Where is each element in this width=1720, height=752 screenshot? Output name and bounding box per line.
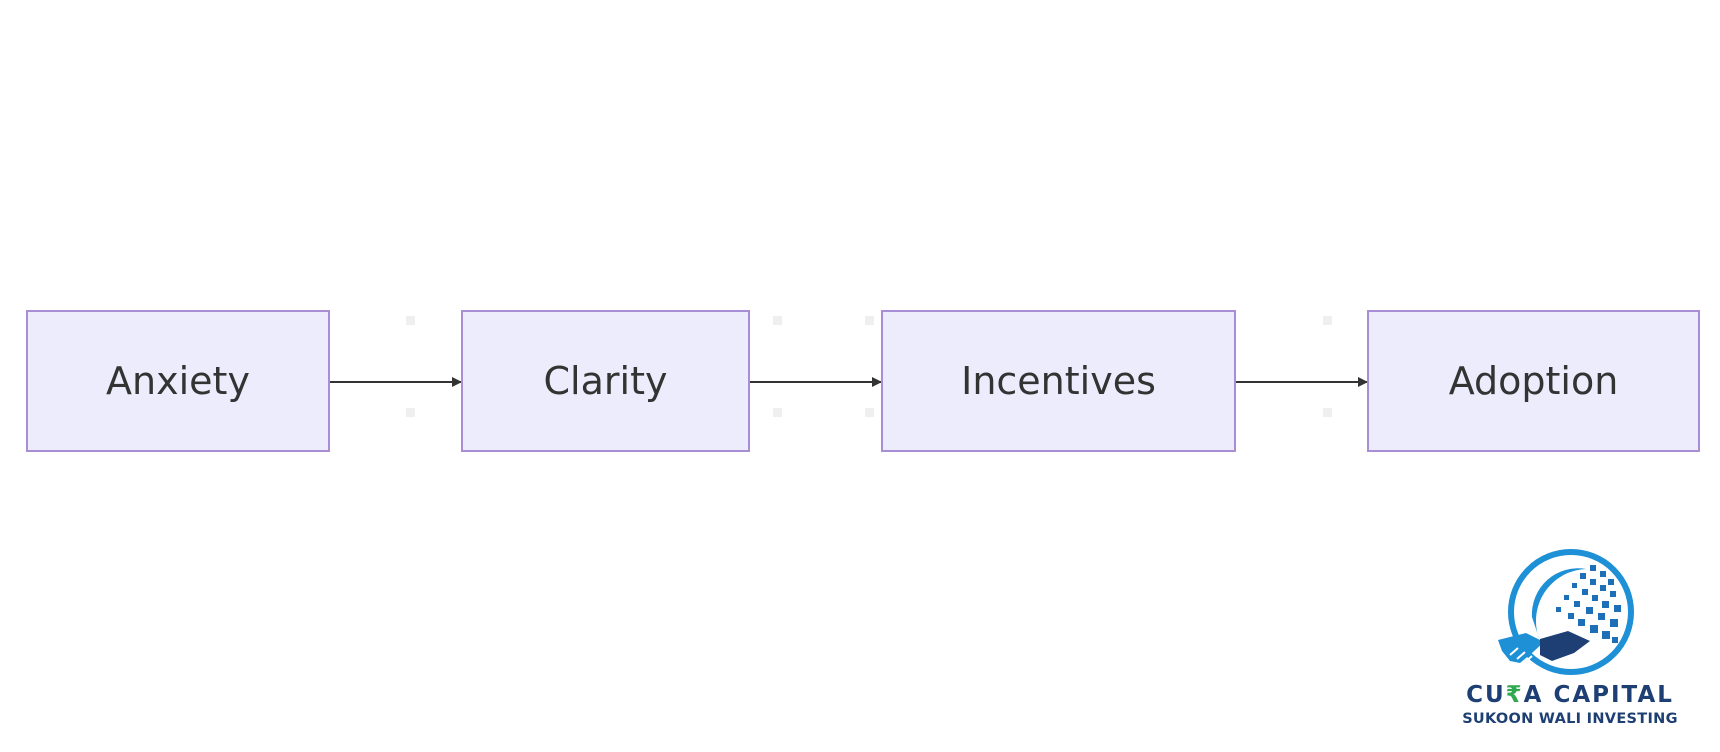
edge-label-placeholder: [865, 408, 874, 417]
edge-label-placeholder: [773, 408, 782, 417]
node-label: Incentives: [961, 359, 1156, 403]
node-anxiety: Anxiety: [26, 310, 330, 452]
node-label: Clarity: [543, 359, 668, 403]
rupee-symbol: ₹: [1505, 682, 1524, 708]
node-incentives: Incentives: [881, 310, 1236, 452]
node-label: Anxiety: [106, 359, 250, 403]
brand-tagline: SUKOON WALI INVESTING: [1462, 711, 1678, 727]
brand-logo: CU₹A CAPITAL SUKOON WALI INVESTING: [1440, 545, 1700, 740]
edge-label-placeholder: [406, 316, 415, 325]
brand-name: CU₹A CAPITAL: [1466, 682, 1674, 708]
edge-label-placeholder: [406, 408, 415, 417]
edge-label-placeholder: [865, 316, 874, 325]
node-adoption: Adoption: [1367, 310, 1700, 452]
edge-label-placeholder: [1323, 408, 1332, 417]
edge-label-placeholder: [773, 316, 782, 325]
edge-label-placeholder: [1323, 316, 1332, 325]
node-label: Adoption: [1448, 359, 1619, 403]
node-clarity: Clarity: [461, 310, 750, 452]
globe-handshake-icon: [1498, 549, 1634, 675]
